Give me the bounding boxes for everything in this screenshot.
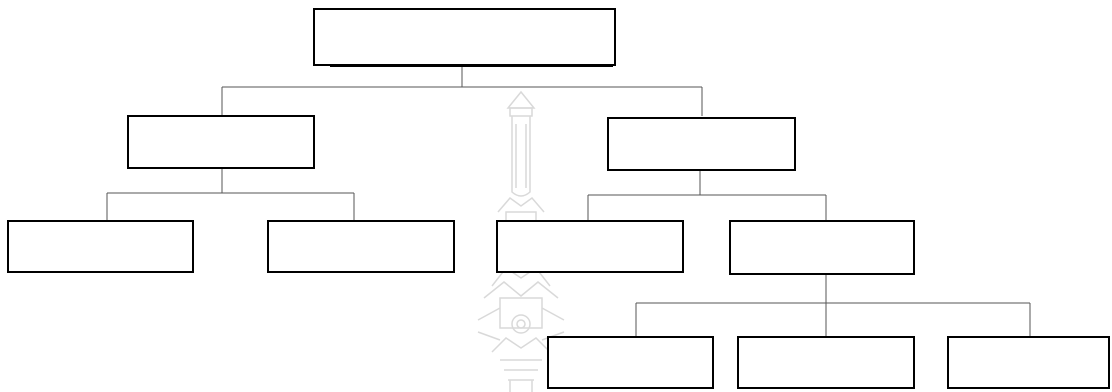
root-box	[314, 9, 615, 65]
sub-leaf-box-3	[948, 337, 1109, 388]
sub-leaf-box-1	[548, 337, 713, 388]
left-branch-box	[128, 116, 314, 168]
right-leaf-box-1	[497, 221, 683, 272]
connector-lines	[107, 66, 1030, 337]
right-sub-branch-box	[730, 221, 914, 274]
sub-leaf-box-2	[738, 337, 914, 388]
left-leaf-box-2	[268, 221, 454, 272]
right-branch-box	[608, 118, 795, 170]
left-leaf-box-1	[8, 221, 193, 272]
